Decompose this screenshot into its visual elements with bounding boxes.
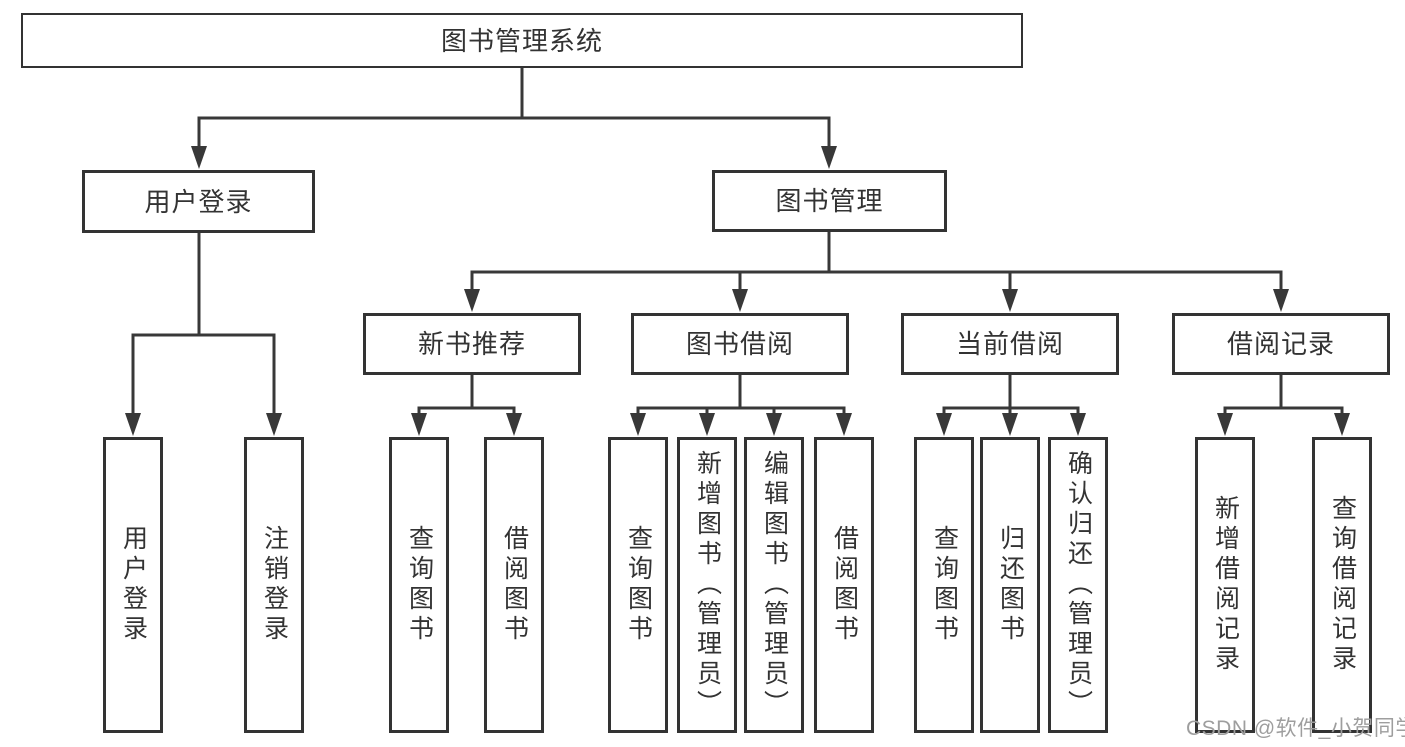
node-edit-books-admin-label: 编辑图书（管理员） <box>760 450 789 720</box>
node-query-books-recommend: 查询图书 <box>389 437 449 733</box>
node-borrow-books-recommend-label: 借阅图书 <box>500 525 529 645</box>
node-edit-books-admin: 编辑图书（管理员） <box>744 437 804 733</box>
node-book-borrowing-label: 图书借阅 <box>685 329 794 359</box>
node-user-login-leaf-label: 用户登录 <box>119 525 148 645</box>
arrowhead-icons <box>125 146 1350 436</box>
node-book-borrowing: 图书借阅 <box>631 313 849 375</box>
node-confirm-return-admin: 确认归还（管理员） <box>1048 437 1108 733</box>
node-book-management-label: 图书管理 <box>775 186 884 216</box>
node-query-borrow-record-label: 查询借阅记录 <box>1328 495 1357 675</box>
node-add-borrow-record: 新增借阅记录 <box>1195 437 1255 733</box>
node-add-books-admin: 新增图书（管理员） <box>677 437 737 733</box>
node-query-books-current: 查询图书 <box>914 437 974 733</box>
node-new-book-recommendation-label: 新书推荐 <box>417 329 526 359</box>
node-borrow-books-leaf: 借阅图书 <box>814 437 874 733</box>
node-root: 图书管理系统 <box>21 13 1023 68</box>
node-query-books-current-label: 查询图书 <box>930 525 959 645</box>
node-confirm-return-admin-label: 确认归还（管理员） <box>1064 450 1093 720</box>
node-borrowing-records: 借阅记录 <box>1172 313 1390 375</box>
node-user-login-leaf: 用户登录 <box>103 437 163 733</box>
node-add-borrow-record-label: 新增借阅记录 <box>1211 495 1240 675</box>
node-book-management: 图书管理 <box>712 170 947 232</box>
csdn-watermark: CSDN @软件_小贺同学 <box>1186 717 1405 740</box>
node-user-login-label: 用户登录 <box>144 186 253 217</box>
node-new-book-recommendation: 新书推荐 <box>363 313 581 375</box>
node-query-books-borrowing-label: 查询图书 <box>624 525 653 645</box>
node-borrow-books-recommend: 借阅图书 <box>484 437 544 733</box>
node-return-books-label: 归还图书 <box>996 525 1025 645</box>
node-query-borrow-record: 查询借阅记录 <box>1312 437 1372 733</box>
node-borrowing-records-label: 借阅记录 <box>1226 329 1335 359</box>
node-current-borrowing-label: 当前借阅 <box>955 329 1064 359</box>
node-query-books-borrowing: 查询图书 <box>608 437 668 733</box>
node-borrow-books-leaf-label: 借阅图书 <box>830 525 859 645</box>
node-current-borrowing: 当前借阅 <box>901 313 1119 375</box>
node-return-books: 归还图书 <box>980 437 1040 733</box>
node-query-books-recommend-label: 查询图书 <box>405 525 434 645</box>
node-user-login: 用户登录 <box>82 170 315 233</box>
node-logout-label: 注销登录 <box>260 525 289 645</box>
node-add-books-admin-label: 新增图书（管理员） <box>693 450 722 720</box>
node-logout: 注销登录 <box>244 437 304 733</box>
node-root-label: 图书管理系统 <box>440 25 603 56</box>
